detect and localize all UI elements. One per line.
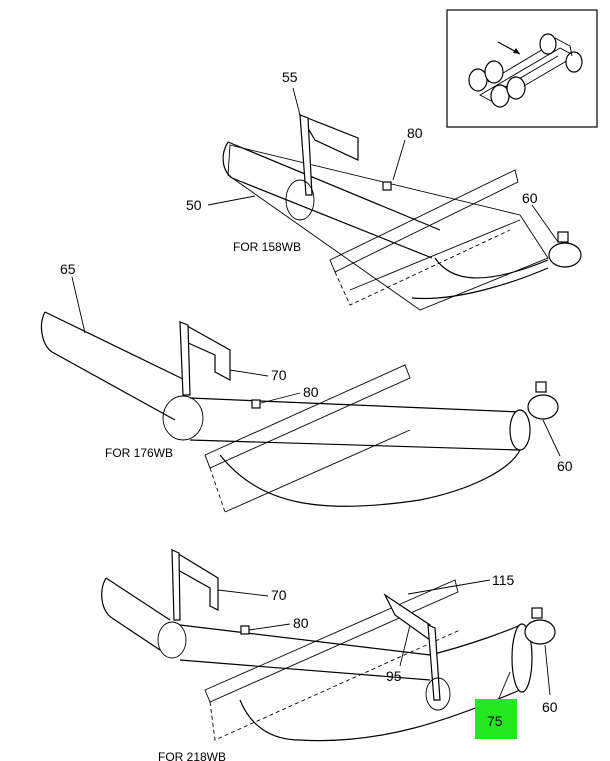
callout-60-top: 60 <box>522 190 538 206</box>
callouts: 55 80 50 60 65 70 80 60 115 70 80 95 60 … <box>60 69 573 739</box>
callout-50: 50 <box>186 197 202 213</box>
callout-70-bottom: 70 <box>271 587 287 603</box>
caption-158wb: FOR 158WB <box>233 240 301 254</box>
highlight-box-75 <box>475 699 517 739</box>
callout-80-bottom: 80 <box>293 615 309 631</box>
callout-55: 55 <box>282 69 298 85</box>
captions: FOR 158WB FOR 176WB FOR 218WB <box>105 240 301 761</box>
chassis-locator-icon <box>468 33 583 108</box>
callout-65: 65 <box>60 261 76 277</box>
assembly-176wb <box>40 311 559 513</box>
callout-115: 115 <box>492 572 515 588</box>
callout-70-middle: 70 <box>271 367 287 383</box>
caption-176wb: FOR 176WB <box>105 446 173 460</box>
callout-80-top: 80 <box>407 125 423 141</box>
caption-218wb: FOR 218WB <box>158 750 226 761</box>
callout-75: 75 <box>487 713 503 729</box>
locator-inset <box>446 9 598 128</box>
callout-95: 95 <box>386 668 402 684</box>
assembly-218wb <box>101 548 556 742</box>
callout-60-bottom: 60 <box>542 699 558 715</box>
assembly-158wb <box>222 113 582 311</box>
callout-60-middle: 60 <box>557 458 573 474</box>
callout-80-middle: 80 <box>303 384 319 400</box>
